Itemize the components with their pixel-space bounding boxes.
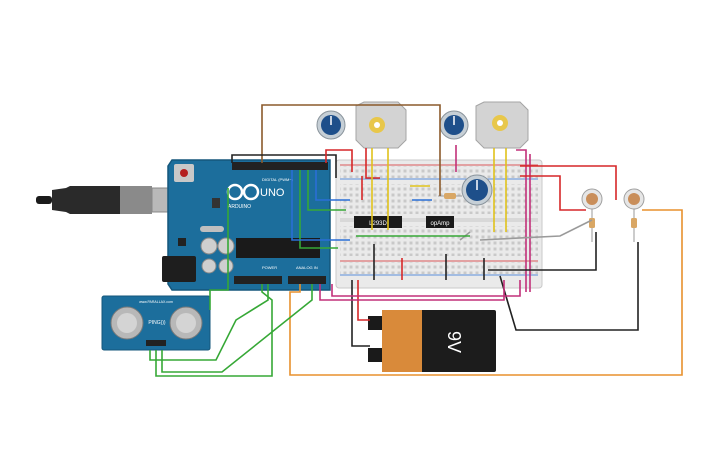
power-header [234,276,282,284]
breadboard-resistor[interactable] [438,193,462,199]
potentiometer-middle[interactable] [439,110,469,140]
sensor-site-label: www.PARALLAX.com [139,300,173,304]
l293d-chip[interactable]: L293D [354,216,402,228]
arduino-model-label: UNO [260,187,285,199]
reset-button[interactable] [180,169,188,177]
arduino-uno-board[interactable]: ARDUINO UNO DIGITAL (PWM~) POWER ANALOG … [162,159,331,291]
digital-header [232,162,328,170]
atmega-chip [236,238,320,258]
l293d-label: L293D [369,221,387,227]
digital-pins-label: DIGITAL (PWM~) [262,177,294,182]
power-pins-label: POWER [262,265,277,270]
battery-9v[interactable]: 9V [368,310,496,372]
dc-motor-left[interactable] [355,101,407,149]
analog-header [288,276,326,284]
potentiometer-on-breadboard[interactable] [461,174,493,206]
sensor-model-label: PING))) [148,320,166,326]
power-jack [162,256,196,282]
opamp-chip[interactable]: opAmp [426,216,454,228]
arduino-brand-label: ARDUINO [228,204,251,210]
analog-pins-label: ANALOG IN [296,265,318,270]
photoresistor-right[interactable] [623,188,645,242]
opamp-label: opAmp [430,221,450,227]
potentiometer-left[interactable] [316,110,346,140]
battery-voltage-label: 9V [444,331,464,353]
dc-motor-right[interactable] [475,101,529,149]
ultrasonic-sensor[interactable]: PING))) www.PARALLAX.com [101,295,211,351]
wires [149,104,683,377]
photoresistor-left[interactable] [581,188,603,242]
